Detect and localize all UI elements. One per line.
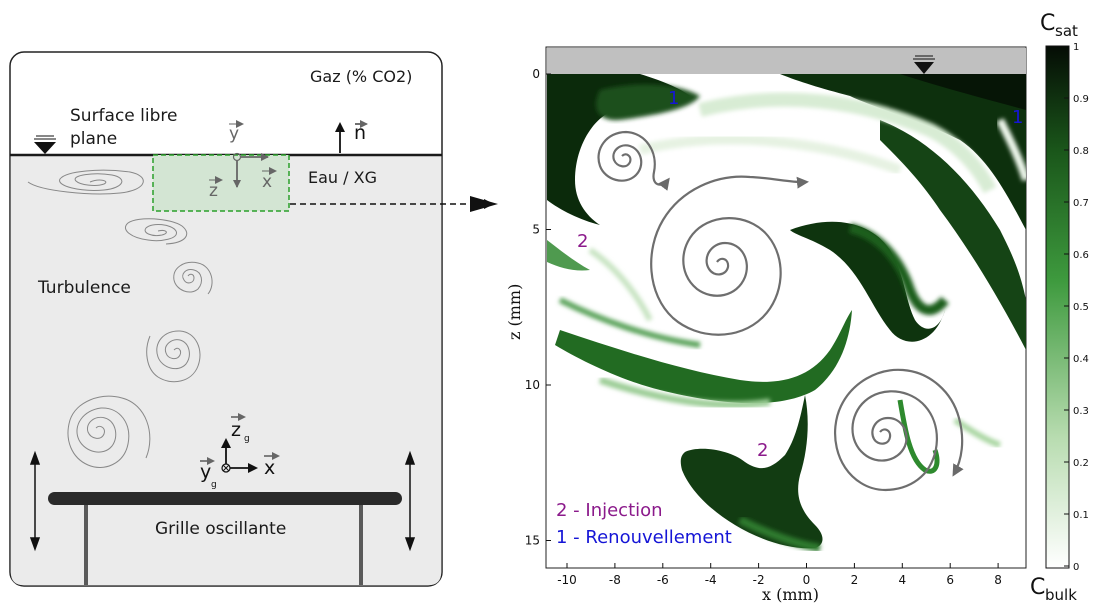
colorbar-gradient	[1045, 45, 1070, 569]
x-axis-label: x (mm)	[762, 585, 819, 604]
grid-bar	[48, 492, 402, 505]
x-tick-label: -2	[753, 573, 765, 587]
y-tick-label: 10	[525, 378, 540, 392]
grid-axes: z g y g x	[200, 413, 280, 490]
marker-injection-left: 2	[577, 231, 588, 252]
vortex-spiral-large	[650, 175, 809, 336]
colorbar-tick-label: 0.6	[1073, 250, 1089, 261]
colorbar-bottom-label: C	[1030, 575, 1045, 600]
eddies	[27, 169, 213, 468]
tank-schematic: Gaz (% CO2) Surface libre plane n Eau / …	[9, 51, 498, 587]
turbulence-label: Turbulence	[37, 278, 131, 298]
colorbar-tick-label: 0	[1073, 562, 1079, 573]
x-tick-label: -4	[705, 573, 717, 587]
gas-band	[547, 48, 1026, 74]
eddy-1	[27, 169, 144, 195]
x-tick-label: -10	[557, 573, 577, 587]
surface-label-line2: plane	[70, 129, 117, 149]
x-tick-label: 6	[946, 573, 954, 587]
grid-axis-x-label: x	[264, 457, 275, 479]
oscillating-grid: Grille oscillante	[29, 450, 416, 585]
colorbar-tick-label: 0.1	[1073, 510, 1089, 521]
x-tick-label: 2	[851, 573, 859, 587]
axis-z-label: z	[209, 181, 218, 201]
vortex-spiral-small	[597, 130, 670, 191]
colorbar-tick-label: 0.4	[1073, 354, 1089, 365]
colorbar-tick-label: 0.2	[1073, 458, 1089, 469]
dye-filament-center	[790, 221, 945, 342]
x-tick-label: 0	[803, 573, 811, 587]
marker-injection-bottom: 2	[757, 440, 768, 461]
dye-patch-top-left	[547, 74, 690, 225]
grid-axis-z-subscript: g	[244, 434, 250, 444]
surface-symbol-icon	[913, 55, 935, 74]
y-axis-ticks: 0 5 10 15	[525, 67, 551, 548]
legend-renewal: 1 - Renouvellement	[556, 527, 732, 548]
y-tick-label: 15	[525, 534, 540, 548]
gas-label: Gaz (% CO2)	[310, 67, 412, 86]
eddy-2	[125, 218, 188, 245]
colorbar-tick-label: 0.3	[1073, 406, 1089, 417]
y-tick-label: 5	[532, 223, 540, 237]
axis-x-label: x	[262, 172, 272, 192]
eddy-3	[173, 261, 213, 295]
grid-axis-y-label: y	[200, 461, 211, 483]
oscillation-arrow-left-icon	[29, 450, 41, 552]
axis-y-label: y	[229, 124, 239, 144]
vortex-spiral-bottom	[834, 368, 964, 491]
colorbar-tick-label: 0.8	[1073, 146, 1089, 157]
water-body	[10, 155, 442, 586]
normal-vector: n	[335, 120, 368, 153]
surface-label-line1: Surface libre	[70, 106, 177, 126]
dye-field	[547, 74, 1026, 552]
colorbar-tick-label: 0.5	[1073, 302, 1089, 313]
dye-filament-diagonal	[555, 310, 852, 404]
x-axis-ticks: -10 -8 -6 -4 -2 0 2 4 6 8	[557, 563, 1002, 587]
x-tick-label: -8	[609, 573, 621, 587]
y-tick-label: 0	[532, 67, 540, 81]
colorbar-tick-label: 0.7	[1073, 198, 1089, 209]
concentration-field: 1 1 2 2 2 - Injection 1 - Renouvellement…	[505, 46, 1027, 604]
colorbar-tick-label: 1	[1073, 42, 1079, 53]
grid-label: Grille oscillante	[155, 519, 286, 539]
grid-axis-y-subscript: g	[211, 480, 217, 490]
zoom-arrow-head-icon	[470, 196, 498, 212]
colorbar-tick-label: 0.9	[1073, 94, 1089, 105]
vortex-spirals	[597, 130, 964, 491]
eddy-5	[67, 395, 151, 468]
x-tick-label: 4	[898, 573, 906, 587]
colorbar-top-subscript: sat	[1055, 22, 1078, 40]
local-axes: y z x	[209, 120, 277, 201]
dye-patch-top-right	[780, 74, 1026, 230]
marker-renewal-top-center: 1	[668, 88, 679, 109]
water-label: Eau / XG	[308, 168, 377, 187]
x-tick-label: 8	[994, 573, 1002, 587]
colorbar-ticks: 1 0.9 0.8 0.7 0.6 0.5 0.4 0.3 0.2 0.1 0	[1064, 42, 1089, 573]
legend-injection: 2 - Injection	[556, 500, 663, 521]
colorbar-bottom-subscript: bulk	[1045, 586, 1077, 604]
x-tick-label: -6	[657, 573, 669, 587]
colorbar-top-label: C	[1040, 11, 1055, 36]
eddy-4	[146, 330, 201, 383]
colorbar: 1 0.9 0.8 0.7 0.6 0.5 0.4 0.3 0.2 0.1 0 C sat C bu…	[1030, 11, 1089, 604]
oscillation-arrow-right-icon	[404, 450, 416, 552]
grid-axis-z-label: z	[231, 419, 241, 441]
marker-renewal-top-right: 1	[1012, 107, 1023, 128]
normal-vector-label: n	[354, 122, 366, 144]
dye-patch-bottom	[680, 395, 823, 549]
y-axis-label: z (mm)	[505, 284, 524, 340]
free-surface-symbol-icon	[34, 135, 56, 154]
